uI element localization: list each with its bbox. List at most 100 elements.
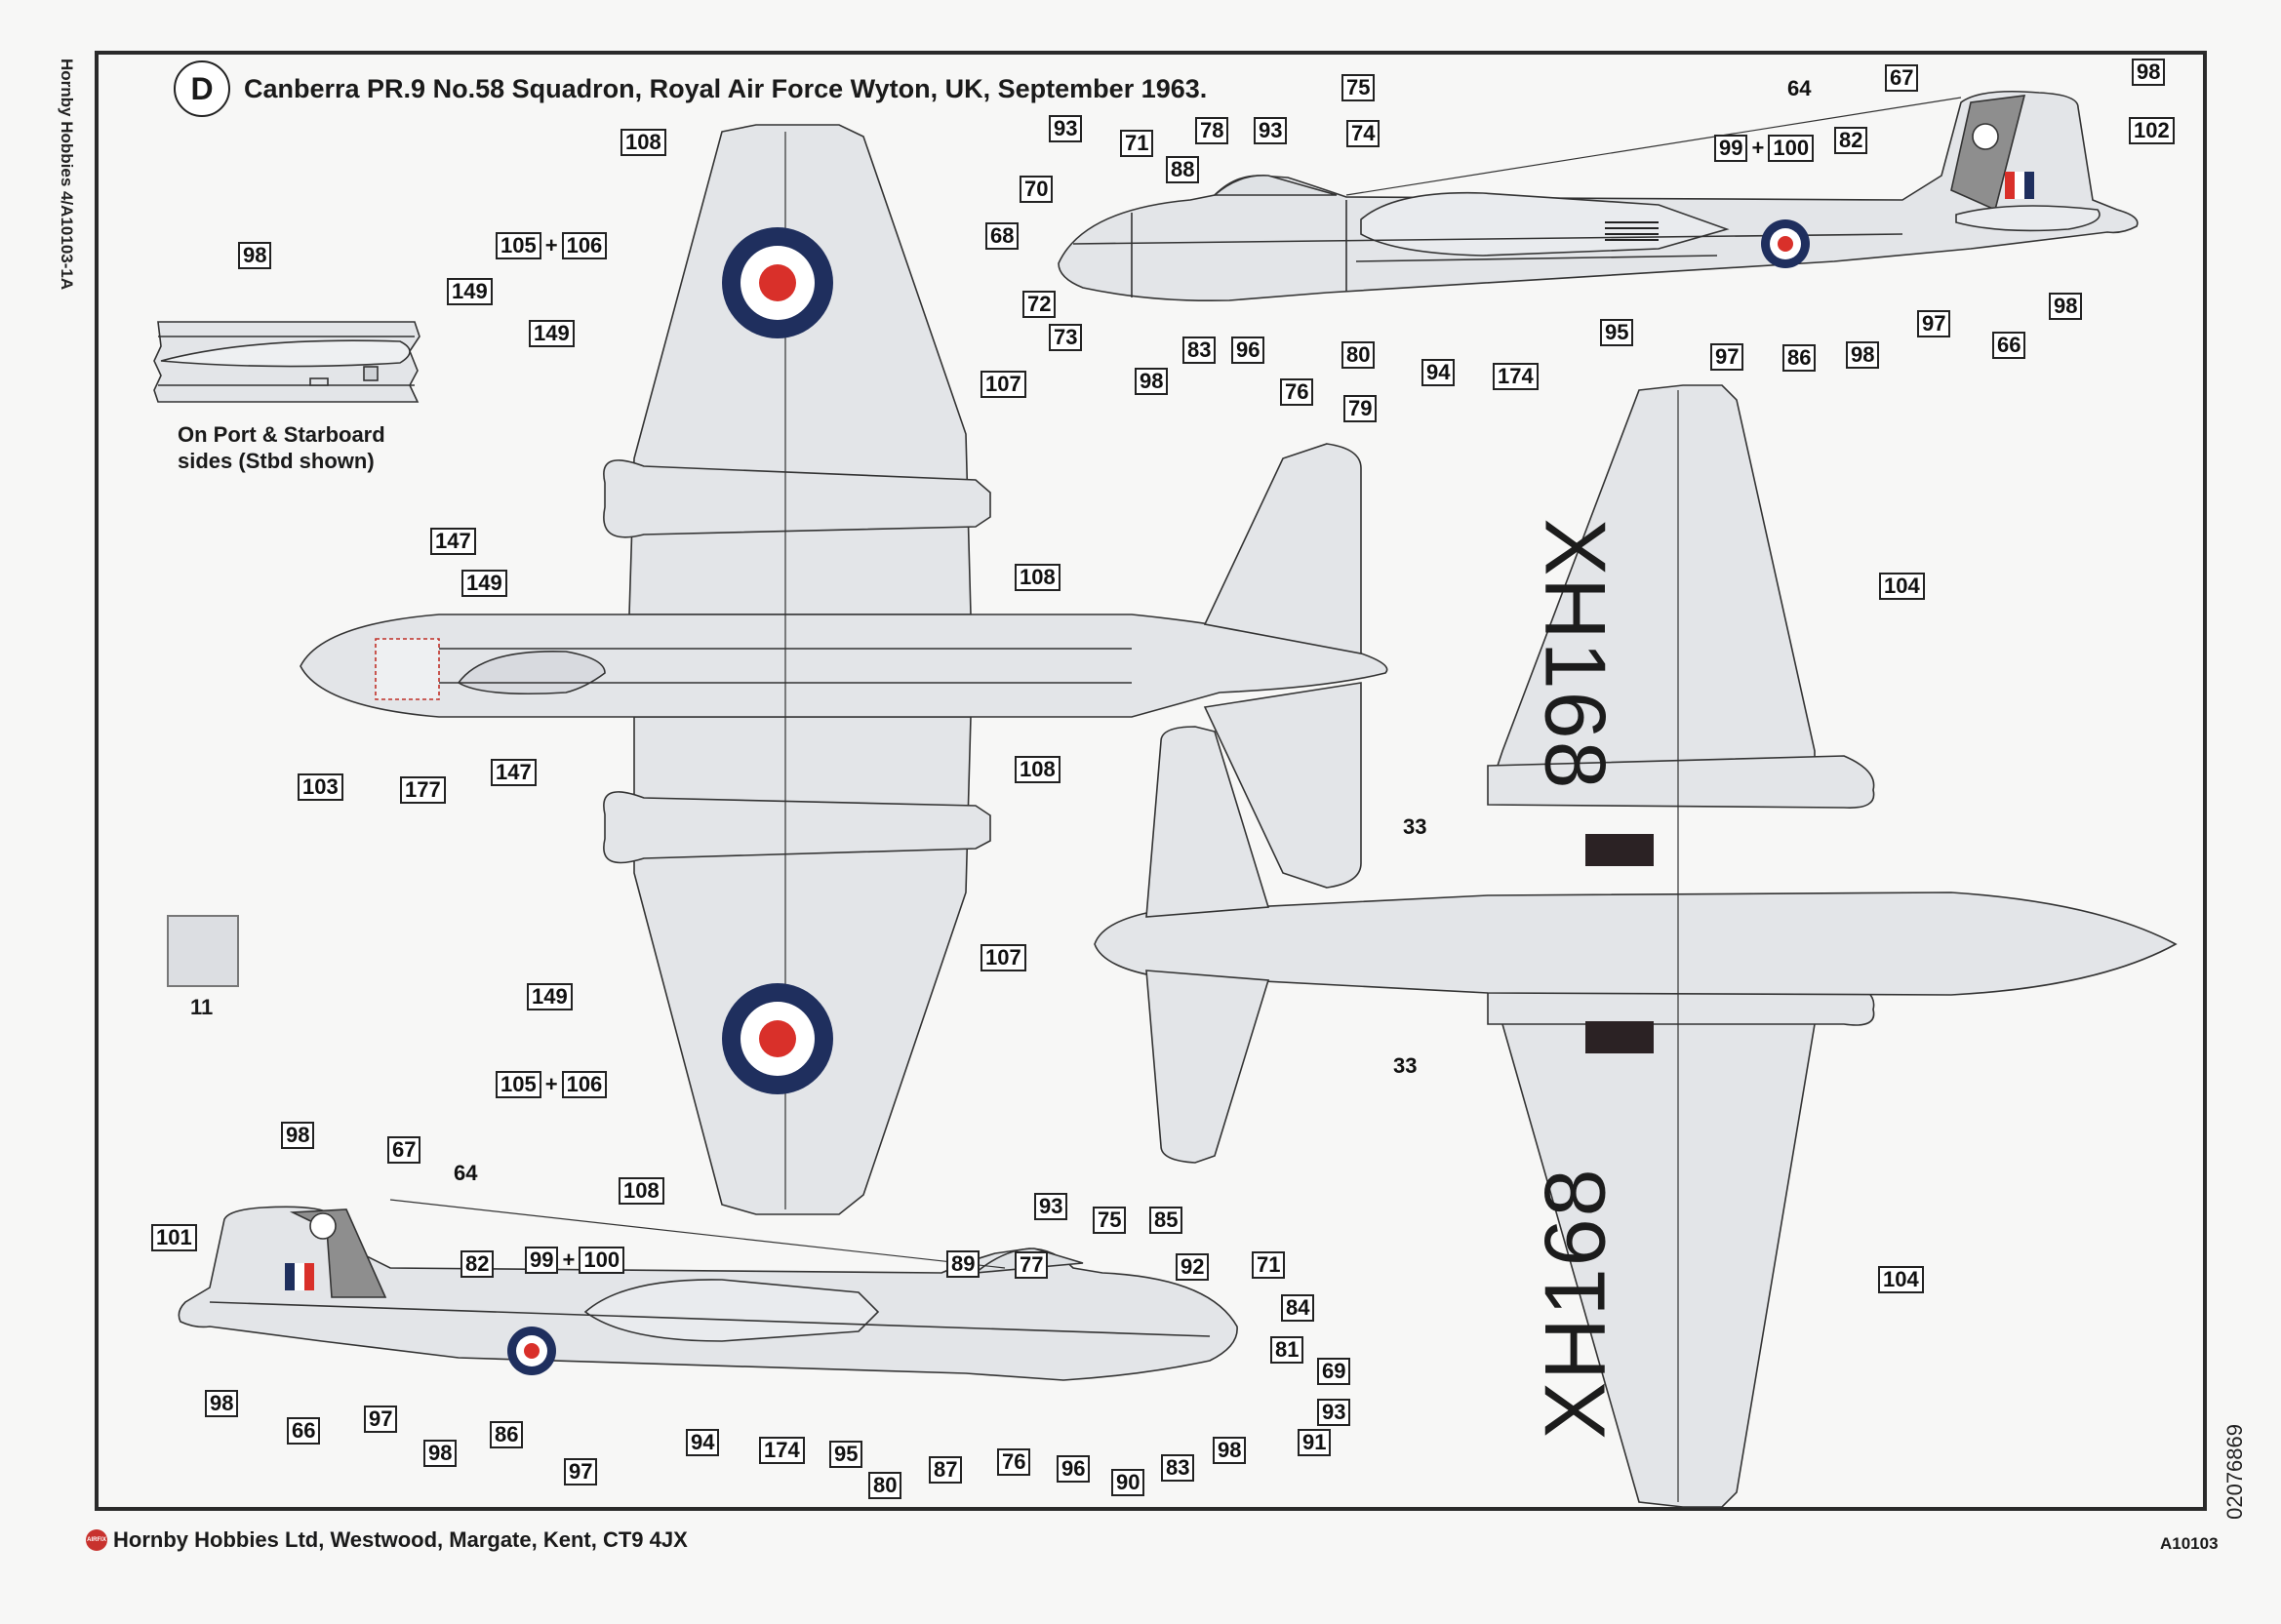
callout-83: 83: [1161, 1454, 1195, 1482]
callout-103: 103: [298, 773, 343, 801]
upper-plan-view: [300, 124, 1388, 1215]
scheme-title: Canberra PR.9 No.58 Squadron, Royal Air …: [244, 73, 1208, 103]
starboard-side-view: [1058, 91, 2139, 302]
callout-93: 93: [1034, 1193, 1068, 1220]
callout-105-106: 105+106: [496, 232, 608, 259]
callout-108: 108: [1015, 564, 1060, 591]
callout-67: 67: [387, 1136, 421, 1164]
callout-73: 73: [1049, 324, 1083, 351]
callout-93: 93: [1049, 115, 1083, 142]
callout-96: 96: [1057, 1455, 1091, 1483]
callout-84: 84: [1281, 1294, 1315, 1322]
callout-99-100: 99+100: [1714, 135, 1815, 162]
callout-92: 92: [1176, 1253, 1210, 1281]
callout-75: 75: [1093, 1207, 1127, 1234]
callout-83: 83: [1182, 337, 1217, 364]
sheet-border: [95, 51, 2207, 1511]
callout-97: 97: [1917, 310, 1951, 337]
callout-86: 86: [1782, 344, 1817, 372]
callout-95: 95: [829, 1441, 863, 1468]
callout-69: 69: [1317, 1358, 1351, 1385]
callout-88: 88: [1166, 156, 1200, 183]
plus-sign: +: [1751, 136, 1765, 160]
callout-108: 108: [620, 129, 666, 156]
serial-number-port-wing: XH168: [1526, 1167, 1623, 1440]
port-side-view: [178, 1199, 1238, 1381]
scheme-letter-badge: D: [174, 60, 230, 117]
callout-177: 177: [400, 776, 446, 804]
company-address: Hornby Hobbies Ltd, Westwood, Margate, K…: [113, 1527, 688, 1552]
callout-105-106: 105+106: [496, 1071, 608, 1098]
callout-93: 93: [1254, 117, 1288, 144]
callout-98: 98: [423, 1440, 458, 1467]
callout-81: 81: [1270, 1336, 1304, 1364]
callout-98: 98: [1135, 368, 1169, 395]
callout-71: 71: [1252, 1251, 1286, 1279]
label-33: 33: [1393, 1053, 1418, 1078]
callout-94: 94: [686, 1429, 720, 1456]
airfix-logo-icon: AIRFIX: [86, 1529, 107, 1551]
callout-70: 70: [1020, 176, 1054, 203]
label-64: 64: [454, 1161, 478, 1185]
callout-107: 107: [980, 944, 1026, 971]
callout-174: 174: [759, 1437, 805, 1464]
callout-98: 98: [205, 1390, 239, 1417]
callout-78: 78: [1195, 117, 1229, 144]
callout-77: 77: [1015, 1251, 1049, 1279]
callout-149: 149: [461, 570, 507, 597]
callout-93: 93: [1317, 1399, 1351, 1426]
callout-108: 108: [1015, 756, 1060, 783]
callout-74: 74: [1346, 120, 1381, 147]
callout-86: 86: [490, 1421, 524, 1448]
callout-149: 149: [447, 278, 493, 305]
callout-147: 147: [430, 528, 476, 555]
callout-108: 108: [619, 1177, 664, 1205]
callout-96: 96: [1231, 337, 1265, 364]
paint-code: 11: [190, 995, 214, 1019]
callout-79: 79: [1343, 395, 1378, 422]
callout-98: 98: [1213, 1437, 1247, 1464]
callout-72: 72: [1022, 291, 1057, 318]
callout-82: 82: [460, 1250, 495, 1278]
callout-91: 91: [1298, 1429, 1332, 1456]
callout-104: 104: [1879, 573, 1925, 600]
callout-98: 98: [2132, 59, 2166, 86]
callout-76: 76: [1280, 378, 1314, 406]
callout-98: 98: [2049, 293, 2083, 320]
callout-94: 94: [1421, 359, 1456, 386]
plus-sign: +: [544, 1072, 558, 1096]
callout-80: 80: [868, 1472, 902, 1499]
callout-90: 90: [1111, 1469, 1145, 1496]
label-64: 64: [1787, 76, 1812, 100]
callout-149: 149: [527, 983, 573, 1010]
callout-97: 97: [1710, 343, 1744, 371]
callout-104: 104: [1878, 1266, 1924, 1293]
serial-number-starboard-wing: XH168: [1527, 518, 1624, 791]
callout-75: 75: [1341, 74, 1376, 101]
callout-68: 68: [985, 222, 1020, 250]
callout-98: 98: [281, 1122, 315, 1149]
footer-address: AIRFIX Hornby Hobbies Ltd, Westwood, Mar…: [86, 1527, 688, 1553]
callout-97: 97: [364, 1406, 398, 1433]
callout-87: 87: [929, 1456, 963, 1484]
detail-note: On Port & Starboard sides (Stbd shown): [178, 422, 385, 473]
callout-80: 80: [1341, 341, 1376, 369]
callout-89: 89: [946, 1250, 980, 1278]
kit-reference: A10103: [2160, 1534, 2219, 1553]
plus-sign: +: [562, 1248, 576, 1272]
plus-sign: +: [544, 233, 558, 257]
callout-147: 147: [491, 759, 537, 786]
callout-76: 76: [997, 1448, 1031, 1476]
callout-85: 85: [1149, 1207, 1183, 1234]
callout-66: 66: [287, 1417, 321, 1445]
callout-97: 97: [564, 1458, 598, 1485]
callout-98: 98: [238, 242, 272, 269]
callout-95: 95: [1600, 319, 1634, 346]
callout-67: 67: [1885, 64, 1919, 92]
callout-107: 107: [980, 371, 1026, 398]
nacelle-detail-view: [153, 321, 420, 403]
callout-102: 102: [2129, 117, 2175, 144]
paint-swatch: [167, 915, 239, 987]
callout-149: 149: [529, 320, 575, 347]
